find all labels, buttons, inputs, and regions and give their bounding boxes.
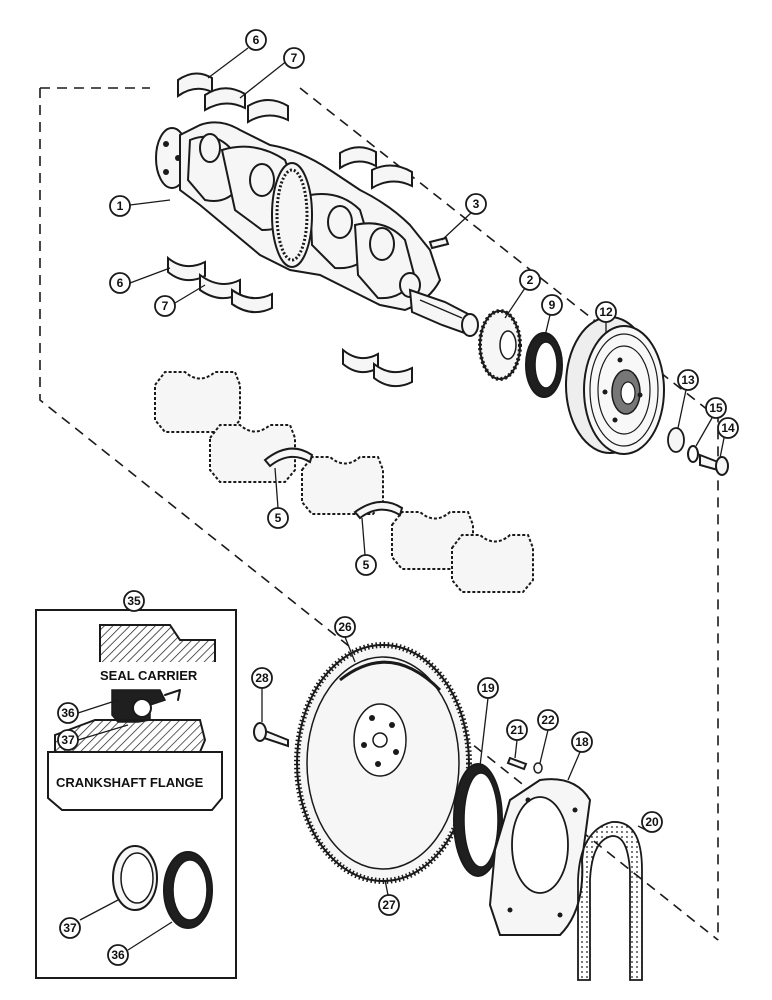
svg-text:19: 19 — [481, 681, 495, 695]
callout-3: 3 — [465, 193, 487, 215]
svg-text:35: 35 — [127, 594, 141, 608]
svg-text:27: 27 — [382, 898, 396, 912]
flywheel-bolt — [253, 722, 289, 748]
crankshaft-gear — [478, 309, 522, 381]
svg-text:37: 37 — [61, 733, 75, 747]
callout-27: 27 — [378, 894, 400, 916]
callout-37-inset: 37 — [57, 729, 79, 751]
callout-1: 1 — [109, 195, 131, 217]
svg-text:14: 14 — [721, 421, 735, 435]
seal-detail-inset: SEAL CARRIER CRANKSHAFT FLANGE — [35, 609, 237, 979]
plug — [533, 762, 543, 774]
callout-5-left: 5 — [267, 507, 289, 529]
svg-text:7: 7 — [162, 299, 169, 313]
rear-gasket — [577, 821, 643, 981]
callout-36-ring: 36 — [107, 944, 129, 966]
callout-2: 2 — [519, 269, 541, 291]
svg-text:6: 6 — [117, 276, 124, 290]
svg-text:6: 6 — [253, 33, 260, 47]
callout-35: 35 — [123, 590, 145, 612]
svg-text:12: 12 — [599, 305, 613, 319]
thrust-washer-upper — [263, 447, 314, 468]
lock-washer — [687, 445, 699, 463]
callout-20: 20 — [641, 811, 663, 833]
crankshaft — [155, 121, 479, 337]
dowel-pin — [506, 756, 528, 771]
callout-15: 15 — [705, 397, 727, 419]
pulley-bolt — [699, 453, 729, 476]
svg-text:7: 7 — [291, 51, 298, 65]
svg-text:26: 26 — [338, 620, 352, 634]
callout-21: 21 — [506, 719, 528, 741]
woodruff-key — [428, 236, 450, 250]
leader-lines — [77, 47, 725, 951]
svg-text:22: 22 — [541, 713, 555, 727]
svg-text:18: 18 — [575, 735, 589, 749]
svg-text:3: 3 — [473, 197, 480, 211]
callout-12: 12 — [595, 301, 617, 323]
svg-text:36: 36 — [61, 706, 75, 720]
callout-7-lower: 7 — [154, 295, 176, 317]
svg-text:2: 2 — [527, 273, 534, 287]
svg-text:37: 37 — [63, 921, 77, 935]
svg-text:28: 28 — [255, 671, 269, 685]
callout-37-ring: 37 — [59, 917, 81, 939]
callout-6-lower: 6 — [109, 272, 131, 294]
lower-main-bearing-shells — [167, 255, 413, 388]
callout-36-inset: 36 — [57, 702, 79, 724]
callout-13: 13 — [677, 369, 699, 391]
callout-19: 19 — [477, 677, 499, 699]
callout-18: 18 — [571, 731, 593, 753]
svg-text:9: 9 — [549, 298, 556, 312]
rear-seal-carrier — [488, 778, 592, 936]
main-bearing-caps — [154, 371, 534, 593]
front-oil-seal — [525, 332, 563, 398]
svg-text:13: 13 — [681, 373, 695, 387]
callout-7-upper: 7 — [283, 47, 305, 69]
svg-text:5: 5 — [275, 511, 282, 525]
seal-carrier-label: SEAL CARRIER — [100, 668, 198, 683]
callout-14: 14 — [717, 417, 739, 439]
thrust-washer-lower — [353, 501, 404, 520]
svg-text:36: 36 — [111, 948, 125, 962]
crankshaft-flange-label: CRANKSHAFT FLANGE — [56, 775, 204, 790]
callout-22: 22 — [537, 709, 559, 731]
upper-main-bearing-shells — [177, 72, 413, 190]
flywheel — [294, 642, 472, 884]
callout-26: 26 — [334, 616, 356, 638]
callout-28: 28 — [251, 667, 273, 689]
callout-9: 9 — [541, 294, 563, 316]
callout-5-right: 5 — [355, 554, 377, 576]
rear-oil-seal — [453, 763, 503, 877]
svg-text:20: 20 — [645, 815, 659, 829]
svg-text:5: 5 — [363, 558, 370, 572]
svg-text:21: 21 — [510, 723, 524, 737]
washer — [667, 427, 685, 453]
vibration-damper-pulley — [565, 316, 665, 455]
svg-text:15: 15 — [709, 401, 723, 415]
callout-6-upper: 6 — [245, 29, 267, 51]
svg-text:1: 1 — [117, 199, 124, 213]
